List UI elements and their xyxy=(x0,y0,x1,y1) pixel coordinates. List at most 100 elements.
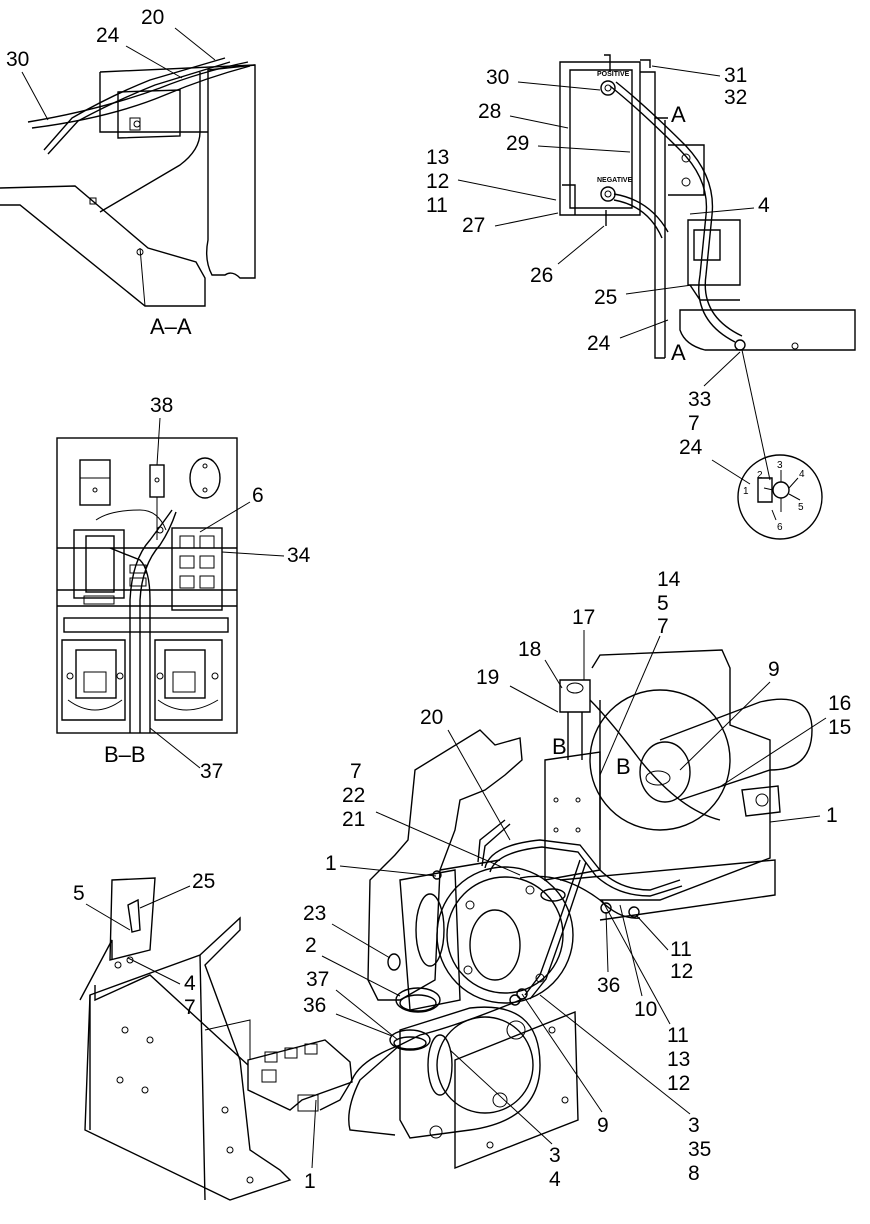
main-callout-9-a: 9 xyxy=(768,658,780,681)
main-callout-13: 13 xyxy=(667,1048,690,1071)
bat-leader-27 xyxy=(494,212,559,227)
main-callout-25: 25 xyxy=(192,870,215,893)
main-callout-9-b: 9 xyxy=(597,1114,609,1137)
aa-leader-30 xyxy=(21,71,49,121)
cut-marker-a-bottom: A xyxy=(671,340,686,365)
bat-callout-32: 32 xyxy=(724,86,747,109)
main-leader-16 xyxy=(717,717,827,789)
term-leader-24 xyxy=(711,459,751,485)
cut-marker-b-right: B xyxy=(616,754,631,779)
main-callout-36-b: 36 xyxy=(597,974,620,997)
main-callout-1-c: 1 xyxy=(304,1170,316,1193)
main-leader-36-a xyxy=(335,1013,393,1037)
main-callout-17: 17 xyxy=(572,606,595,629)
main-callout-14: 14 xyxy=(657,568,681,591)
main-callout-4-b: 4 xyxy=(549,1168,561,1191)
terminal-number-3: 3 xyxy=(777,460,783,471)
aa-leader-20 xyxy=(174,27,216,61)
cut-marker-a-top: A xyxy=(671,102,686,127)
bat-callout-26: 26 xyxy=(530,264,553,287)
main-leader-20 xyxy=(447,729,511,841)
main-leader-9-b xyxy=(521,993,603,1113)
main-callout-1-a: 1 xyxy=(826,804,838,827)
main-callout-37: 37 xyxy=(306,968,329,991)
main-callout-22: 22 xyxy=(342,784,365,807)
main-leader-25 xyxy=(139,885,191,909)
bat-leader-4 xyxy=(689,207,755,215)
section-aa-label: A–A xyxy=(150,314,192,339)
main-callout-7-c: 7 xyxy=(184,996,196,1019)
main-leader-23 xyxy=(331,923,391,959)
bat-leader-28 xyxy=(509,115,569,129)
bb-callout-6: 6 xyxy=(252,484,264,507)
section-aa-view xyxy=(0,57,256,307)
main-callout-12-b: 12 xyxy=(667,1072,690,1095)
cut-marker-b-left: B xyxy=(552,734,567,759)
main-callout-35: 35 xyxy=(688,1138,711,1161)
bat-callout-27: 27 xyxy=(462,214,485,237)
main-callout-23: 23 xyxy=(303,902,326,925)
main-callout-20: 20 xyxy=(420,706,443,729)
main-callout-21: 21 xyxy=(342,808,365,831)
bat-callout-4: 4 xyxy=(758,194,770,217)
bat-callout-24: 24 xyxy=(587,332,611,355)
main-leader-5-b xyxy=(85,903,131,931)
main-callout-5-b: 5 xyxy=(73,882,85,905)
bb-leader-37 xyxy=(149,727,201,769)
section-bb-label: B–B xyxy=(104,742,146,767)
aa-leader-24 xyxy=(125,45,183,79)
bat-leader-29 xyxy=(537,145,631,153)
main-callout-36-a: 36 xyxy=(303,994,326,1017)
main-callout-18: 18 xyxy=(518,638,541,661)
main-leader-1-b xyxy=(339,865,437,877)
bb-leader-34 xyxy=(221,551,285,557)
bat-leader-13 xyxy=(457,179,557,201)
main-callout-3-b: 3 xyxy=(549,1144,561,1167)
negative-label: NEGATIVE xyxy=(597,177,633,184)
main-callout-4: 4 xyxy=(184,972,196,995)
section-bb-view xyxy=(56,437,238,734)
bat-leader-24 xyxy=(619,319,669,339)
bb-callout-34: 34 xyxy=(287,544,311,567)
main-callout-8: 8 xyxy=(688,1162,700,1185)
main-callout-2: 2 xyxy=(305,934,317,957)
terminal-number-2: 2 xyxy=(757,470,763,481)
main-leader-1-a xyxy=(769,815,821,823)
main-callout-1-b: 1 xyxy=(325,852,337,875)
main-leader-1-c xyxy=(311,1099,317,1169)
aa-callout-30: 30 xyxy=(6,48,29,71)
main-leader-4 xyxy=(127,957,181,985)
aa-callout-24: 24 xyxy=(96,24,120,47)
main-assembly-view xyxy=(79,649,813,1201)
bat-leader-30 xyxy=(517,81,601,91)
terminal-number-4: 4 xyxy=(799,469,805,480)
main-leader-18 xyxy=(544,659,563,689)
main-leader-22 xyxy=(375,811,521,876)
main-leader-2 xyxy=(321,955,401,997)
main-leader-11-b xyxy=(601,899,671,1025)
main-leader-10 xyxy=(619,904,643,997)
positive-label: POSITIVE xyxy=(597,71,630,78)
main-leader-37 xyxy=(335,989,399,1041)
main-callout-11-b: 11 xyxy=(667,1024,689,1047)
main-callout-7-b: 7 xyxy=(350,760,362,783)
main-leader-11-a xyxy=(635,914,669,951)
main-callout-11-a: 11 xyxy=(670,938,692,961)
bat-callout-28: 28 xyxy=(478,100,501,123)
bat-callout-29: 29 xyxy=(506,132,529,155)
main-leader-3-b xyxy=(449,1049,553,1145)
bat-leader-26 xyxy=(557,225,605,265)
terminal-number-6: 6 xyxy=(777,522,783,533)
bat-leader-33 xyxy=(703,351,741,387)
bb-leader-6 xyxy=(199,501,251,533)
main-leader-3-a xyxy=(539,994,691,1115)
bat-callout-11: 11 xyxy=(426,194,448,217)
bat-callout-12: 12 xyxy=(426,170,449,193)
terminal-detail xyxy=(737,454,823,540)
terminal-number-5: 5 xyxy=(798,502,804,513)
bb-callout-37: 37 xyxy=(200,760,223,783)
term-callout-24: 24 xyxy=(679,436,703,459)
main-callout-15: 15 xyxy=(828,716,851,739)
bat-leader-31 xyxy=(651,65,721,77)
